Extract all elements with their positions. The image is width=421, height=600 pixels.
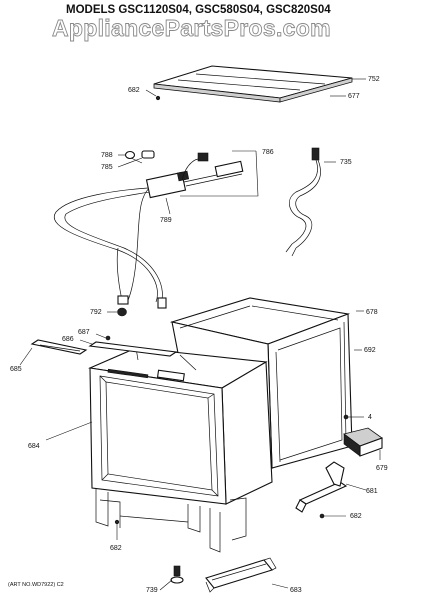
base-rail (205, 557, 277, 593)
callout-683: 683 (290, 587, 302, 594)
power-cord (285, 147, 321, 257)
callout-692: 692 (364, 347, 376, 354)
callout-789: 789 (160, 217, 172, 224)
watermark: AppliancePartsPros.com (52, 15, 331, 41)
leader-lines (19, 78, 381, 591)
screw-682-right (319, 513, 325, 519)
grommet (117, 307, 127, 317)
callout-682-right: 682 (350, 513, 362, 520)
block-679 (343, 427, 383, 457)
callout-686: 686 (62, 336, 74, 343)
callout-786: 786 (262, 149, 274, 156)
callout-788: 788 (101, 152, 113, 159)
screw-682-top (155, 95, 161, 101)
callout-4: 4 (368, 414, 372, 421)
callout-681: 681 (366, 488, 378, 495)
toe-bracket (295, 461, 348, 513)
vent-strip (30, 339, 88, 355)
callout-682-bottom: 682 (110, 545, 122, 552)
tub-assembly (88, 347, 273, 553)
callout-682-top: 682 (128, 87, 140, 94)
diagram-title: MODELS GSC1120S04, GSC580S04, GSC820S04 (66, 4, 331, 16)
callout-687: 687 (78, 329, 90, 336)
callout-685: 685 (10, 366, 22, 373)
connector-parts (124, 150, 155, 164)
top-panel (153, 65, 353, 103)
wire-harness (53, 152, 244, 309)
screw-4 (343, 414, 349, 420)
callout-678: 678 (366, 309, 378, 316)
callout-679: 679 (376, 465, 388, 472)
art-number: (ART NO.WD7922) C2 (8, 582, 64, 588)
callout-677: 677 (348, 93, 360, 100)
trim-parts (88, 335, 178, 357)
callout-752: 752 (368, 76, 380, 83)
callout-785: 785 (101, 164, 113, 171)
callout-735: 735 (340, 159, 352, 166)
leveling-leg (170, 565, 184, 584)
callout-labels: 682 752 677 786 788 785 735 789 792 678 … (10, 76, 388, 594)
screw-682-bottom (114, 519, 120, 525)
callout-739: 739 (146, 587, 158, 594)
callout-792: 792 (90, 309, 102, 316)
callout-684: 684 (28, 443, 40, 450)
